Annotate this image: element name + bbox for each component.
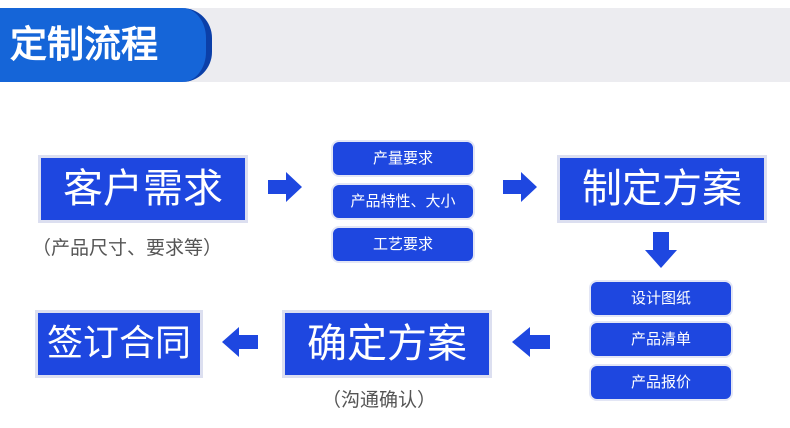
arrow-down-icon [645, 232, 677, 268]
requirement-features-size: 产品特性、大小 [331, 183, 475, 220]
page-title: 定制流程 [10, 23, 158, 66]
arrow-right-2-icon [503, 172, 537, 202]
deliverable-drawings: 设计图纸 [589, 280, 733, 317]
step-sign-contract: 签订合同 [35, 310, 203, 378]
arrow-left-2-icon [222, 327, 258, 357]
step-customer-needs: 客户需求 [38, 155, 248, 223]
deliverable-product-list: 产品清单 [589, 321, 733, 358]
arrow-left-1-icon [512, 327, 550, 357]
step-confirm-plan: 确定方案 [282, 310, 492, 378]
arrow-right-1-icon [268, 172, 302, 202]
deliverable-quotation: 产品报价 [589, 364, 733, 401]
requirement-output: 产量要求 [331, 140, 475, 177]
communicate-caption: （沟通确认） [322, 389, 437, 411]
requirement-process: 工艺要求 [331, 226, 475, 263]
step-make-plan: 制定方案 [557, 155, 767, 223]
needs-detail-caption: （产品尺寸、要求等） [32, 237, 223, 259]
header-tab [0, 8, 212, 82]
